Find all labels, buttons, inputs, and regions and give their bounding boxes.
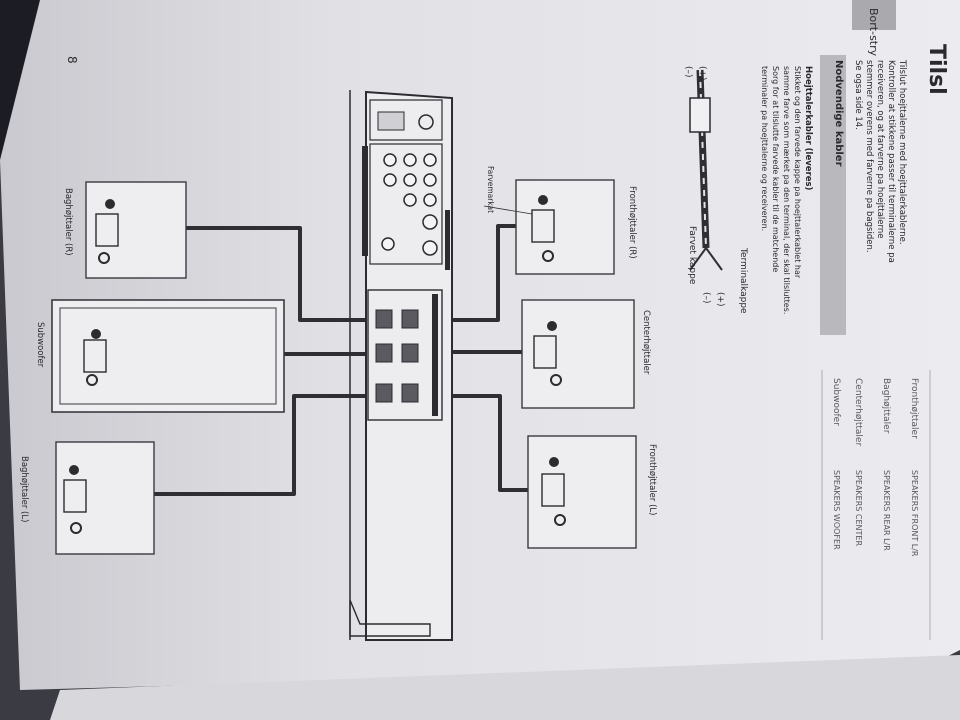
plus-terminal-icon	[70, 522, 82, 534]
section-heading-band	[820, 55, 846, 335]
speaker-terminal	[401, 309, 419, 329]
speaker-terminal	[375, 343, 393, 363]
minus-terminal-icon	[91, 329, 101, 339]
page-title-fragment: Tilsl	[924, 44, 949, 95]
speaker-label: Fronthøjttaler (L)	[647, 444, 657, 515]
speaker-front-left: Fronthøjttaler (L)	[527, 435, 657, 549]
speaker-terminal	[83, 339, 107, 373]
table-cell: Centerhøjttaler	[853, 378, 863, 446]
table-cell: Fronthøjttaler	[909, 378, 919, 439]
svg-text:(–): (–)	[683, 66, 693, 78]
audio-jack-section	[369, 143, 443, 265]
speaker-terminal	[375, 383, 393, 403]
table-cell: SPEAKERS FRONT L/R	[910, 470, 919, 557]
svg-text:Tilslut hoejttalerne med hoejt: Tilslut hoejttalerne med hoejttalerkable…	[897, 59, 907, 245]
speaker-terminal	[531, 209, 555, 243]
header-tab-text: Bort-stry	[867, 8, 880, 57]
rca-jack	[423, 153, 437, 167]
page-number: 8	[65, 56, 79, 64]
svg-text:Stikket og den farvede kappe p: Stikket og den farvede kappe pa hoejttal…	[793, 66, 802, 279]
svg-text:receiveren, og at farverne pa: receiveren, og at farverne pa hoejttaler…	[875, 60, 885, 238]
wire-surround-right	[124, 226, 378, 322]
speaker-wires	[112, 224, 540, 496]
speaker-subwoofer: Subwoofer	[35, 299, 285, 413]
rca-jack	[383, 173, 397, 187]
table-cell: SPEAKERS WOOFER	[832, 470, 841, 550]
plus-terminal-icon	[98, 252, 110, 264]
svg-text:Kontroller at stikkene passer: Kontroller at stikkene passer til termin…	[886, 60, 896, 263]
speaker-label: Centerhøjttaler	[641, 310, 651, 375]
speaker-label: Baghøjttaler (R)	[63, 188, 73, 256]
plus-label: (+)	[715, 292, 725, 307]
svg-text:terminaler pa hoejttalerne og: terminaler pa hoejttalerne og receiveren…	[760, 66, 769, 231]
color-mark-label: Farvemarkat	[486, 166, 495, 213]
speaker-front-right: Fronthøjttaler (R)	[515, 179, 637, 275]
minus-terminal-icon	[547, 321, 557, 331]
speaker-terminal	[541, 473, 565, 507]
header-tab	[852, 0, 896, 30]
speaker-label: Fronthøjttaler (R)	[627, 186, 637, 259]
manual-page	[0, 0, 960, 690]
plus-terminal-icon	[554, 514, 566, 526]
svideo-jack	[422, 240, 438, 256]
table-cell: Subwoofer	[831, 378, 841, 426]
rca-jack	[423, 193, 437, 207]
antenna-section	[369, 99, 443, 141]
wire-surround-left	[112, 394, 378, 496]
svg-text:(+): (+)	[697, 66, 707, 81]
speaker-surround-left: Baghøjttaler (L)	[19, 441, 155, 555]
minus-terminal-icon	[549, 457, 559, 467]
rca-jack	[403, 153, 417, 167]
plus-terminal-icon	[542, 250, 554, 262]
speaker-terminal-block	[367, 289, 443, 421]
speaker-terminal	[401, 343, 419, 363]
cable-diagram: Terminalkappe Farvet kappe (+) (–) (+) (…	[683, 66, 748, 314]
speaker-terminal	[95, 213, 119, 247]
plus-terminal-icon	[550, 374, 562, 386]
speaker-terminal	[63, 479, 87, 513]
wire-front-left	[410, 394, 540, 492]
speaker-label: Subwoofer	[35, 322, 45, 368]
minus-terminal-icon	[105, 199, 115, 209]
colored-cap-label: Farvet kappe	[687, 226, 697, 285]
table-cell: Baghøjttaler	[881, 378, 891, 434]
terminal-table: Fronthøjttaler SPEAKERS FRONT L/R Baghøj…	[821, 370, 931, 640]
section-heading: Nodvendige kabler	[833, 60, 844, 167]
minus-terminal-icon	[538, 195, 548, 205]
svideo-jack	[422, 214, 438, 230]
rca-jack	[403, 173, 417, 187]
svg-text:Sorg for at tilslutte farvede: Sorg for at tilslutte farvede kabler til…	[771, 66, 780, 272]
speaker-label: Baghøjttaler (L)	[19, 456, 29, 522]
power-cord-bracket	[349, 599, 431, 637]
speaker-center: Centerhøjttaler	[521, 299, 651, 409]
terminal-cap-label: Terminalkappe	[738, 247, 748, 314]
svg-text:Hoejttalerkabler (leveres): Hoejttalerkabler (leveres)	[803, 66, 813, 191]
minus-terminal-icon	[69, 465, 79, 475]
svg-text:Se ogsa side 14.: Se ogsa side 14.	[853, 60, 863, 130]
speaker-surround-right: Baghøjttaler (R)	[63, 181, 187, 279]
table-cell: SPEAKERS CENTER	[854, 470, 863, 546]
antenna-jack	[418, 114, 434, 130]
sub-paragraph: Hoejttalerkabler (leveres) Stikket og de…	[760, 66, 813, 314]
minus-label: (–)	[701, 292, 711, 304]
rca-jack	[383, 153, 397, 167]
speaker-terminal	[401, 383, 419, 403]
rca-jack	[403, 193, 417, 207]
table-cell: SPEAKERS REAR L/R	[882, 470, 891, 551]
lower-page-edge	[50, 655, 960, 720]
plus-terminal-icon	[86, 374, 98, 386]
receiver-rear-panel	[349, 90, 453, 641]
rca-jack	[381, 237, 395, 251]
speaker-terminal	[533, 335, 557, 369]
wire-front-right	[410, 224, 528, 322]
svg-text:samme farve som mærket pa den: samme farve som mærket pa den terminal, …	[782, 66, 791, 314]
svg-text:stemmer overens med farverne p: stemmer overens med farverne pa bagsiden…	[864, 60, 874, 253]
colored-cap	[689, 97, 711, 133]
rca-jack	[423, 173, 437, 187]
intro-paragraph: Tilslut hoejttalerne med hoejttalerkable…	[853, 59, 907, 263]
speaker-terminal	[375, 309, 393, 329]
